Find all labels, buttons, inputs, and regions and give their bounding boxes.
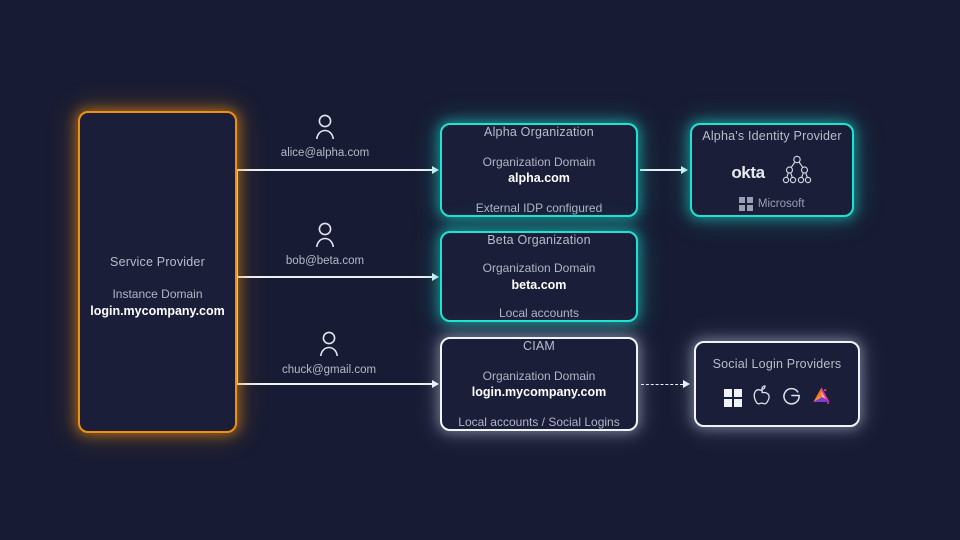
- beta-organization-box[interactable]: Beta Organization Organization Domain be…: [440, 231, 638, 322]
- microsoft-icon: [739, 197, 753, 211]
- user-email-alice: alice@alpha.com: [280, 147, 370, 159]
- beta-organization-title: Beta Organization: [487, 233, 591, 247]
- social-login-providers-box[interactable]: Social Login Providers: [694, 341, 860, 427]
- beta-organization-footer: Local accounts: [498, 306, 580, 320]
- google-icon[interactable]: [782, 386, 801, 410]
- auth0-icon[interactable]: [812, 386, 831, 410]
- service-provider-title: Service Provider: [110, 254, 205, 269]
- connector-sp-to-beta: [236, 276, 432, 278]
- ciam-organization-title: CIAM: [522, 339, 556, 353]
- microsoft-wordmark: Microsoft: [757, 198, 805, 210]
- arrowhead-sp-to-beta: [432, 272, 439, 281]
- ciam-organization-domain-value: login.mycompany.com: [471, 385, 607, 400]
- user-email-chuck: chuck@gmail.com: [281, 364, 377, 376]
- arrowhead-ciam-to-social: [683, 380, 690, 388]
- alpha-organization-box[interactable]: Alpha Organization Organization Domain a…: [440, 123, 638, 217]
- alpha-identity-provider-title: Alpha's Identity Provider: [702, 129, 842, 144]
- arrowhead-sp-to-alpha: [432, 165, 439, 174]
- connector-alpha-to-idp: [640, 169, 682, 171]
- user-node-alice: alice@alpha.com: [250, 113, 400, 159]
- alpha-organization-domain-label: Organization Domain: [482, 154, 596, 169]
- user-email-bob: bob@beta.com: [285, 255, 365, 267]
- apple-icon[interactable]: [753, 385, 771, 411]
- service-provider-domain-label: Instance Domain: [112, 286, 203, 301]
- ldap-tree-icon: [781, 155, 813, 190]
- microsoft-logo: Microsoft: [739, 197, 805, 211]
- person-icon: [317, 330, 341, 361]
- okta-logo: okta: [731, 162, 765, 182]
- service-provider-box[interactable]: Service Provider Instance Domain login.m…: [78, 111, 237, 433]
- alpha-organization-footer: External IDP configured: [475, 201, 603, 215]
- arrowhead-sp-to-ciam: [432, 379, 439, 388]
- user-node-bob: bob@beta.com: [250, 221, 400, 267]
- beta-organization-domain-value: beta.com: [511, 277, 567, 292]
- ciam-organization-footer: Local accounts / Social Logins: [458, 415, 620, 429]
- person-icon: [313, 113, 337, 144]
- connector-sp-to-alpha: [236, 169, 432, 171]
- alpha-organization-domain-value: alpha.com: [508, 171, 570, 186]
- social-login-providers-title: Social Login Providers: [712, 357, 842, 371]
- ciam-organization-domain-label: Organization Domain: [482, 368, 596, 383]
- beta-organization-domain-label: Organization Domain: [482, 261, 596, 276]
- connector-ciam-to-social: [641, 384, 683, 385]
- service-provider-domain-value: login.mycompany.com: [90, 303, 225, 318]
- arrowhead-alpha-to-idp: [681, 165, 688, 174]
- user-node-chuck: chuck@gmail.com: [254, 330, 404, 376]
- person-icon: [313, 221, 337, 252]
- microsoft-icon[interactable]: [723, 389, 742, 407]
- connector-sp-to-ciam: [236, 383, 432, 385]
- alpha-organization-title: Alpha Organization: [484, 125, 594, 139]
- alpha-identity-provider-box[interactable]: Alpha's Identity Provider okta: [690, 123, 854, 217]
- ciam-organization-box[interactable]: CIAM Organization Domain login.mycompany…: [440, 337, 638, 431]
